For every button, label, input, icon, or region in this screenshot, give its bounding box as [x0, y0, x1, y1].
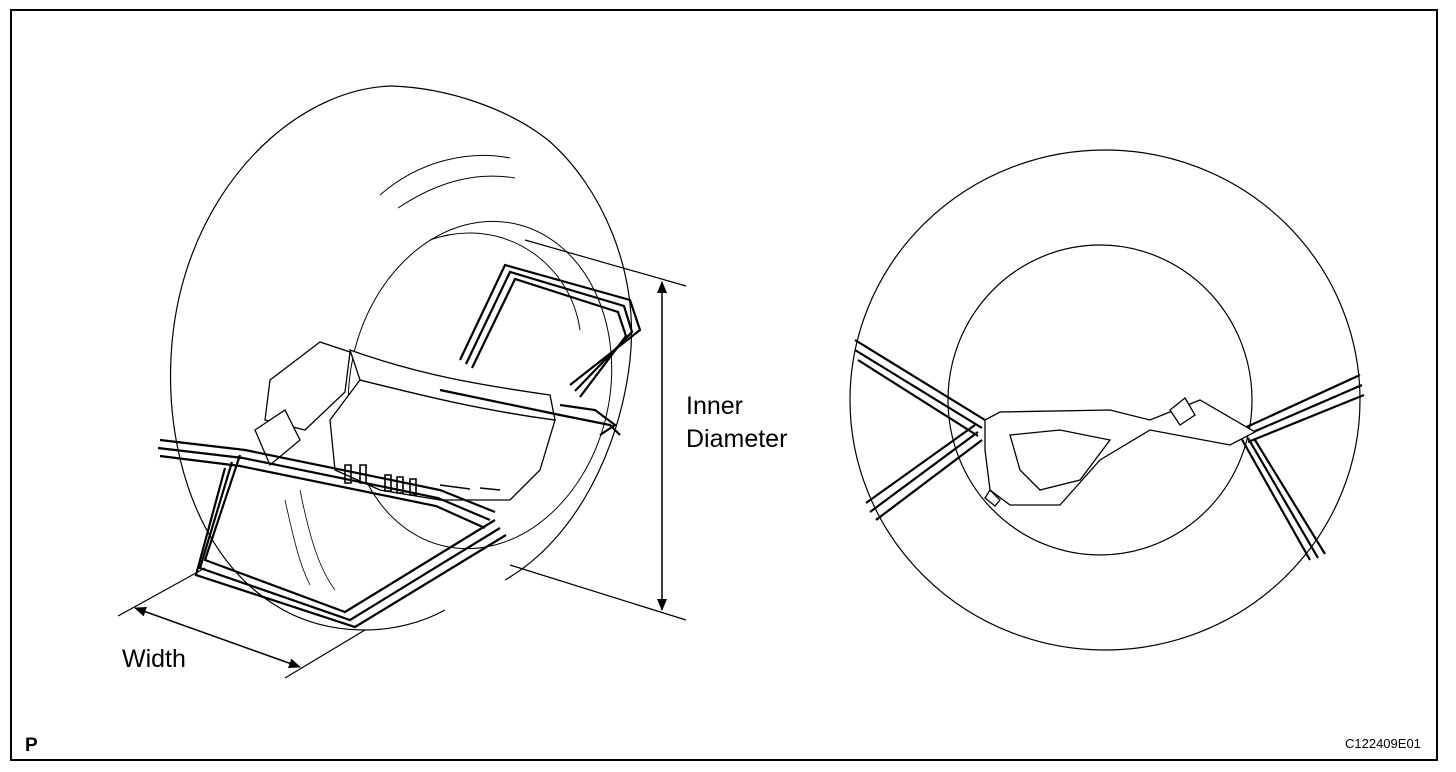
strap-band: [203, 454, 496, 614]
seat-cushion-front: [1009, 429, 1112, 491]
seat-wing-right: [1169, 397, 1196, 426]
dimension-lines: [117, 239, 687, 679]
strap-band: [159, 438, 496, 514]
strap-band: [869, 431, 979, 513]
tire-back-rim: [504, 139, 633, 581]
strap-band: [857, 359, 979, 437]
width-extension-left: [117, 567, 206, 617]
inner-diameter-label: Inner Diameter: [686, 390, 787, 456]
strap-bands-right: [854, 339, 1365, 561]
seat-side-wing: [264, 341, 351, 431]
strap-band: [1247, 437, 1319, 559]
inner-diameter-label-line2: Diameter: [686, 425, 788, 453]
inner-diameter-label-line1: Inner: [686, 392, 743, 420]
tire-inner-circle: [947, 244, 1253, 556]
strap-band: [854, 339, 986, 421]
strap-band: [875, 439, 983, 521]
diameter-extension-top: [524, 239, 687, 287]
strap-bands-left: [157, 263, 642, 629]
strap-band: [559, 403, 617, 436]
strap-band: [1239, 435, 1311, 561]
figure-id: C122409E01: [1345, 736, 1421, 751]
tire-tread-top: [391, 85, 549, 141]
width-label: Width: [122, 645, 186, 673]
width-extension-right: [284, 629, 366, 679]
seat-leg-front: [984, 488, 1001, 507]
tire-inner-hole-back: [429, 232, 581, 331]
tire-tread-line: [379, 154, 511, 196]
tire-tread-line: [397, 175, 516, 209]
child-seat-left: [254, 341, 556, 501]
strap-band: [157, 446, 491, 522]
strap-band: [1243, 383, 1363, 438]
width-arrow: [134, 606, 301, 669]
strap-band: [1239, 374, 1361, 431]
tire-outer-circle: [849, 149, 1361, 651]
tire-sidewall-line: [284, 499, 311, 586]
strap-band: [159, 454, 486, 530]
tire-perspective: [170, 85, 633, 631]
child-seat-right: [984, 397, 1257, 507]
corner-mark: P: [25, 735, 38, 756]
strap-band: [194, 467, 507, 629]
tire-front-view: [849, 149, 1361, 651]
strap-band: [198, 461, 501, 622]
strap-band: [439, 388, 621, 436]
strap-band: [471, 277, 628, 398]
strap-band: [854, 349, 983, 429]
strap-band: [865, 424, 976, 504]
diameter-extension-bottom: [509, 564, 687, 621]
tire-outer-front-edge: [170, 85, 446, 631]
strap-band: [1247, 393, 1365, 444]
strap-band: [1254, 439, 1326, 555]
tire-sidewall-line: [299, 489, 336, 591]
